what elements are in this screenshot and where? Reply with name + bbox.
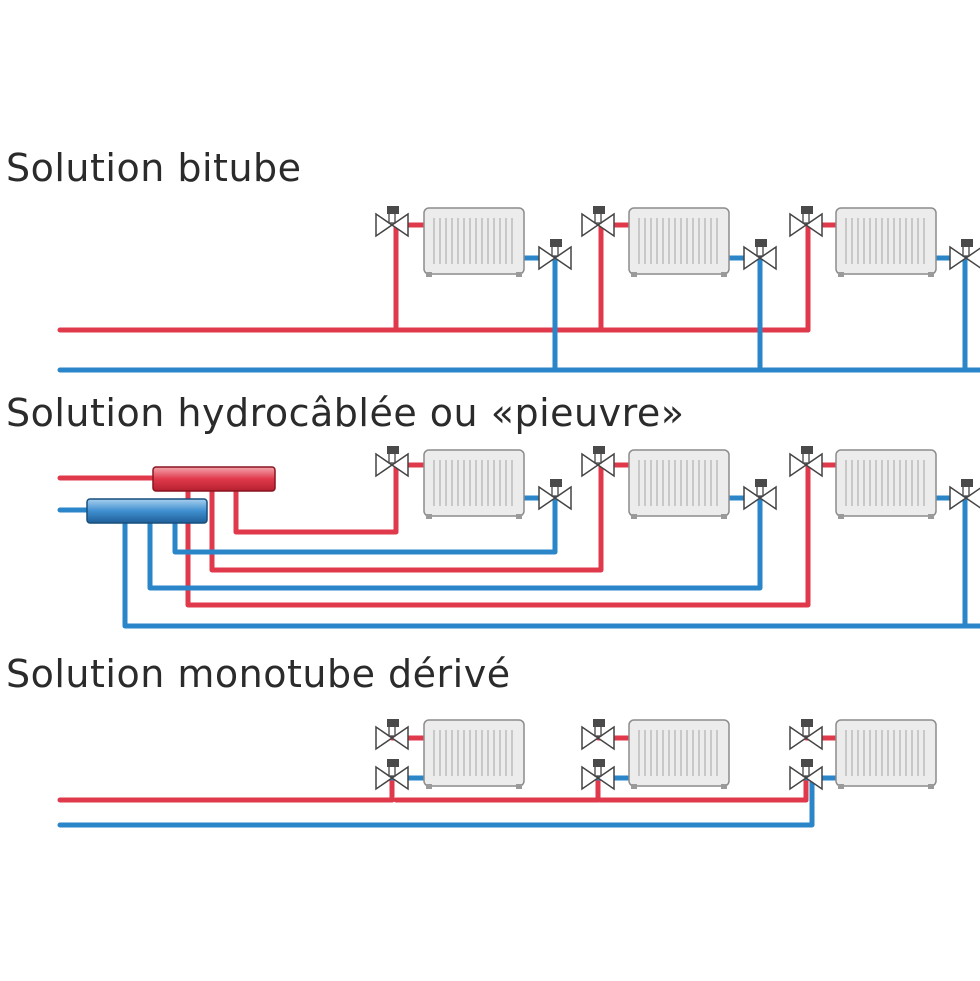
valve-icon <box>581 445 615 477</box>
section-title-monotube: Solution monotube dérivé <box>6 652 511 696</box>
radiator-icon <box>628 207 730 278</box>
valve-icon <box>581 718 615 750</box>
monotube-radiators <box>375 718 937 790</box>
manifold-icon <box>86 466 276 524</box>
radiator-icon <box>423 449 525 520</box>
section-title-bitube: Solution bitube <box>6 146 302 190</box>
radiator-icon <box>835 449 937 520</box>
radiator-icon <box>423 719 525 790</box>
valve-icon <box>581 205 615 237</box>
radiator-icon <box>628 719 730 790</box>
valve-icon <box>375 718 409 750</box>
radiator-icon <box>423 207 525 278</box>
radiator-icon <box>628 449 730 520</box>
valve-icon <box>789 718 823 750</box>
hydrocablee-radiators <box>375 445 980 520</box>
section-title-hydrocablee: Solution hydrocâblée ou «pieuvre» <box>6 391 685 435</box>
monotube-circuit <box>57 735 841 828</box>
valve-icon <box>375 205 409 237</box>
radiator-icon <box>835 719 937 790</box>
bitube-radiators <box>375 205 980 278</box>
radiator-icon <box>835 207 937 278</box>
valve-icon <box>375 445 409 477</box>
